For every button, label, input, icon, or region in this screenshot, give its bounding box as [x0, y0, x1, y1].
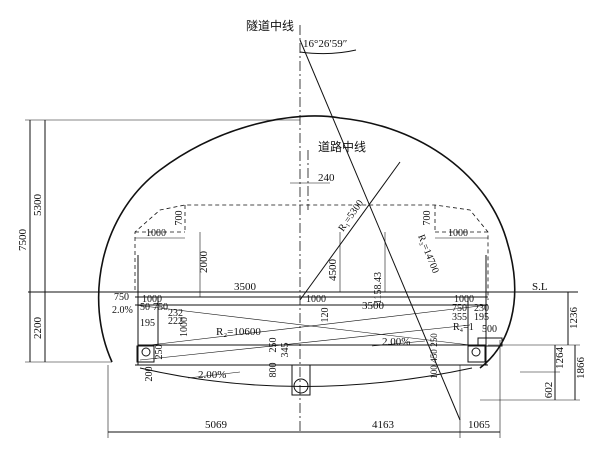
- right-1866-label: 1866: [575, 357, 587, 380]
- width-3500-top-label: 3500: [234, 281, 257, 293]
- radius-r1-line: [299, 161, 401, 301]
- sl-label: S.L: [532, 281, 548, 293]
- left-1000-v-label: 1000: [179, 317, 190, 337]
- center-120-label: 120: [320, 308, 331, 323]
- right-100-label: 100: [429, 365, 439, 379]
- bottom-5069-label: 5069: [205, 419, 228, 431]
- right-500-label: 500: [482, 324, 497, 335]
- cross-diagonal-b: [149, 304, 489, 346]
- height-4500-label: 4500: [327, 259, 339, 282]
- cross-diagonal-a: [134, 304, 471, 346]
- left-1000-sl-label: 1000: [142, 294, 162, 305]
- angle-label: 16°26′59″: [303, 38, 347, 50]
- right-ledge-box: [477, 337, 503, 347]
- center-250-label: 250: [268, 338, 279, 353]
- right-clear-1000-label: 1000: [448, 228, 468, 239]
- left-250-label: 250: [154, 345, 165, 360]
- arc-r2-chord: [139, 324, 471, 361]
- radius-r4-label: R₄=1: [453, 322, 474, 333]
- left-750-top-label: 750: [114, 292, 129, 303]
- radius-r2-label: R₂=10600: [216, 326, 261, 338]
- center-1000-label: 1000: [306, 294, 326, 305]
- left-50-label: 50: [140, 302, 150, 313]
- radius-r1-label: R₁=5300: [336, 198, 366, 234]
- bottom-4163-label: 4163: [372, 419, 395, 431]
- right-drain-box: [467, 345, 486, 363]
- right-250-label: 250: [429, 333, 439, 347]
- center-800-label: 800: [268, 363, 279, 378]
- slope-right-arrow: [371, 340, 426, 347]
- height-2000-label: 2000: [198, 251, 210, 274]
- angle-arc: [299, 49, 357, 55]
- right-195-label: 195: [474, 312, 489, 323]
- left-232-label: 232: [168, 308, 183, 319]
- left-clear-1000-label: 1000: [146, 228, 166, 239]
- road-centerline-label: 道路中线: [318, 139, 366, 154]
- right-230-label: 230: [474, 303, 489, 314]
- left-total-height-label: 7500: [17, 229, 29, 252]
- tunnel-inverted-arch: [139, 367, 473, 387]
- left-222-label: 222: [168, 316, 183, 327]
- left-clear-700-label: 700: [174, 211, 185, 226]
- right-602-label: 602: [543, 382, 555, 399]
- height-1158-label: 1158.43: [373, 272, 384, 304]
- left-200-label: 200: [144, 367, 155, 382]
- tunnel-outer-arch: [97, 115, 516, 369]
- width-3500-mid-label: 3500: [362, 300, 385, 312]
- left-drain-box: [136, 345, 155, 363]
- right-clear-700-label: 700: [422, 211, 433, 226]
- left-lower-height-label: 2200: [32, 317, 44, 340]
- radius-r3-label: R₃=14700: [415, 233, 440, 275]
- left-195-label: 195: [140, 318, 155, 329]
- left-slope-label: 2.0%: [112, 305, 133, 316]
- central-drain-chamber: [291, 364, 311, 396]
- left-drain-pipe: [141, 347, 151, 357]
- tunnel-centerline-label: 隧道中线: [246, 18, 294, 33]
- central-drain-pipe: [293, 378, 309, 394]
- right-drain-pipe: [471, 347, 481, 357]
- right-450-label: 450: [429, 349, 439, 363]
- slope-bottom-arrow: [187, 371, 241, 379]
- right-1264-label: 1264: [554, 347, 566, 370]
- slope-right-label: 2.00%: [382, 336, 410, 348]
- right-1000-sl-label: 1000: [454, 294, 474, 305]
- right-1236-label: 1236: [568, 307, 580, 330]
- right-355-label: 355: [452, 312, 467, 323]
- angle-ray: [299, 39, 461, 421]
- center-345-label: 345: [280, 343, 291, 358]
- right-750-label: 750: [452, 303, 467, 314]
- offset-240-label: 240: [318, 172, 335, 184]
- bottom-1065-label: 1065: [468, 419, 491, 431]
- left-750-mid-label: 750: [153, 302, 168, 313]
- left-upper-height-label: 5300: [32, 194, 44, 217]
